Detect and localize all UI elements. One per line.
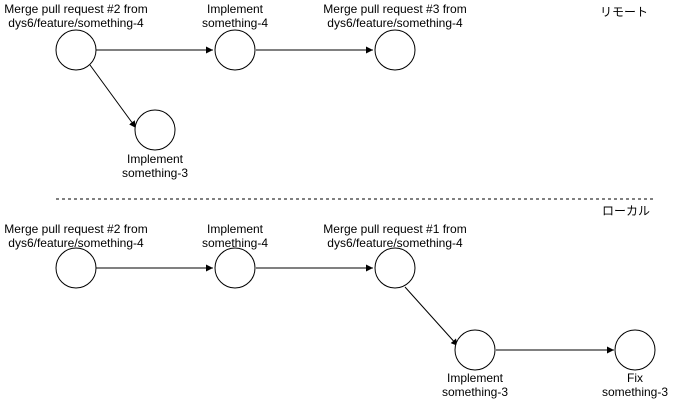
commit-label-line1: Fix [627,371,643,385]
remote-section-label: リモート [600,5,648,19]
local-commit-fix3: Fix something-3 [602,329,668,399]
commit-node [214,29,256,71]
local-commit-pr2: Merge pull request #2 from dys6/feature/… [4,222,148,289]
remote-commit-impl4: Implement something-4 [202,2,268,71]
commit-label-line2: dys6/feature/something-4 [327,236,463,250]
commit-node [214,247,256,289]
commit-label-line1: Merge pull request #1 from [323,222,466,236]
local-section-label: ローカル [602,204,650,218]
commit-label-line1: Implement [207,222,264,236]
commit-node [55,247,97,289]
commit-node [134,109,176,151]
commit-node [614,329,656,371]
commit-node [454,329,496,371]
local-edges [96,264,614,354]
local-commit-pr1: Merge pull request #1 from dys6/feature/… [323,222,467,289]
remote-edge-pr2-impl3 [89,64,137,129]
remote-commit-impl3: Implement something-3 [122,109,188,180]
commit-label-line1: Implement [127,152,184,166]
commit-label-line1: Merge pull request #2 from [4,2,147,16]
commit-node [374,247,416,289]
remote-commit-pr2: Merge pull request #2 from dys6/feature/… [4,2,148,71]
local-commit-impl4: Implement something-4 [202,222,268,289]
commit-label-line1: Merge pull request #2 from [4,222,147,236]
commit-label-line1: Implement [447,371,504,385]
commit-label-line1: Merge pull request #3 from [323,2,466,16]
commit-label-line2: something-3 [442,385,508,399]
commit-label-line2: something-3 [122,166,188,180]
local-commit-impl3: Implement something-3 [442,329,508,399]
commit-node [55,29,97,71]
commit-label-line2: something-4 [202,236,268,250]
commit-node [374,29,416,71]
commit-label-line2: something-3 [602,385,668,399]
commit-label-line2: dys6/feature/something-4 [8,236,144,250]
commit-label-line2: dys6/feature/something-4 [327,16,463,30]
commit-label-line1: Implement [207,2,264,16]
commit-label-line2: dys6/feature/something-4 [8,16,144,30]
remote-edges [89,46,373,129]
local-edge-pr1-impl3 [404,286,459,347]
remote-commit-pr3: Merge pull request #3 from dys6/feature/… [323,2,467,71]
commit-label-line2: something-4 [202,16,268,30]
